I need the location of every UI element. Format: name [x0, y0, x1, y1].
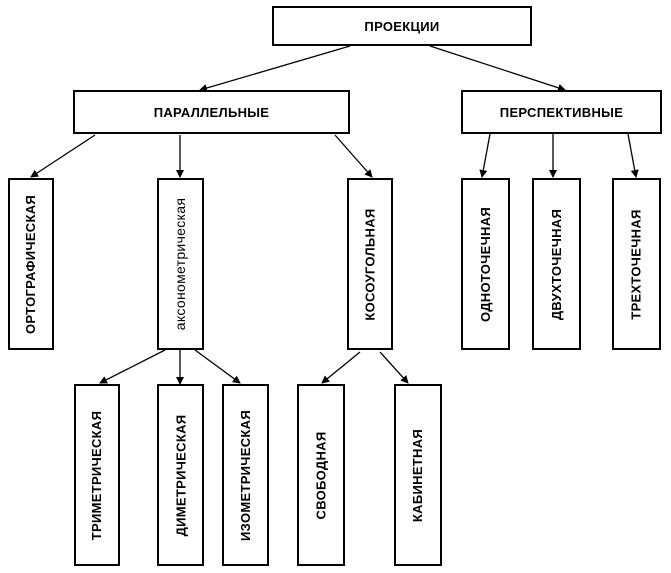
- node-two-point-label: ДВУХТОЧЕЧНАЯ: [549, 208, 564, 320]
- node-perspective-label: ПЕРСПЕКТИВНЫЕ: [499, 104, 624, 120]
- arrow-parallel-to-oblique: [334, 134, 373, 178]
- arrow-oblique-to-free: [321, 351, 361, 384]
- arrow-perspective-to-three-point: [627, 133, 639, 178]
- node-trimetric-label: ТРИМЕТРИЧЕСКАЯ: [89, 410, 105, 540]
- node-perspective: ПЕРСПЕКТИВНЫЕ: [461, 90, 662, 134]
- node-dimetric-label: ДИМЕТРИЧЕСКАЯ: [173, 414, 189, 536]
- node-free-label: СВОБОДНАЯ: [313, 431, 329, 519]
- arrow-axonometric-to-isometric: [194, 349, 241, 384]
- root-node-projections: ПРОЕКЦИИ: [272, 6, 532, 46]
- node-three-point: ТРЕХТОЧЕЧНАЯ: [612, 178, 661, 350]
- node-trimetric: ТРИМЕТРИЧЕСКАЯ: [74, 384, 120, 566]
- node-dimetric: ДИМЕТРИЧЕСКАЯ: [157, 384, 204, 566]
- node-one-point: ОДНОТОЧЕЧНАЯ: [461, 178, 510, 350]
- node-orthographic: ОРТОГРАФИЧЕСКАЯ: [8, 178, 54, 350]
- arrow-parallel-to-orthographic: [30, 134, 96, 178]
- node-oblique-label: КОСОУГОЛЬНАЯ: [362, 207, 378, 321]
- arrow-root-to-perspective: [429, 45, 566, 92]
- node-isometric-label: ИЗОМЕТРИЧЕСКАЯ: [238, 409, 254, 541]
- root-node-label: ПРОЕКЦИИ: [364, 18, 440, 34]
- node-parallel: ПАРАЛЛЕЛЬНЫЕ: [73, 90, 350, 134]
- node-axonometric-label: аксонометрическая: [172, 197, 189, 331]
- arrow-perspective-to-one-point: [479, 133, 491, 178]
- node-one-point-label: ОДНОТОЧЕЧНАЯ: [478, 206, 493, 322]
- node-cabinet-label: КАБИНЕТНАЯ: [410, 428, 426, 522]
- arrow-root-to-parallel: [199, 45, 351, 92]
- node-axonometric: аксонометрическая: [157, 178, 204, 350]
- node-cabinet: КАБИНЕТНАЯ: [394, 384, 442, 566]
- arrow-oblique-to-cabinet: [379, 351, 409, 384]
- node-two-point: ДВУХТОЧЕЧНАЯ: [532, 178, 581, 350]
- node-free: СВОБОДНАЯ: [297, 384, 345, 566]
- arrow-axonometric-to-trimetric: [99, 349, 166, 384]
- node-oblique: КОСОУГОЛЬНАЯ: [347, 178, 393, 350]
- node-three-point-label: ТРЕХТОЧЕЧНАЯ: [629, 208, 644, 320]
- node-parallel-label: ПАРАЛЛЕЛЬНЫЕ: [153, 104, 270, 120]
- node-orthographic-label: ОРТОГРАФИЧЕСКАЯ: [23, 194, 39, 334]
- node-isometric: ИЗОМЕТРИЧЕСКАЯ: [222, 384, 269, 566]
